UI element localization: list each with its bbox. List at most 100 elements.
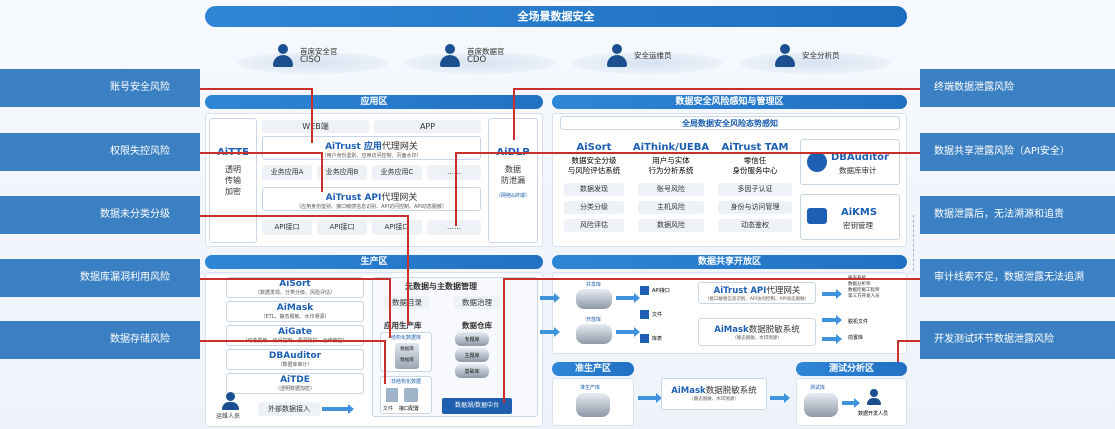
aimask-box: AiMask （ETL、静态脱敏、水印溯源） xyxy=(226,301,364,322)
risk-label: 数据未分类分级 xyxy=(0,196,200,234)
risk-item: 数据发现 xyxy=(564,183,624,196)
role-analyst: 安全分析员 xyxy=(740,38,890,74)
risk-label: 账号安全风险 xyxy=(0,69,200,107)
file-icon xyxy=(386,388,398,402)
biz-app: 业务应用B xyxy=(317,165,367,180)
risk-item: 身份与访问管理 xyxy=(718,201,792,214)
biz-app: 业务应用C xyxy=(372,165,422,180)
page-title: 全场景数据安全 xyxy=(205,6,907,27)
dbauditor-box: DBAuditor 数据库审计 xyxy=(800,139,900,185)
risk-connector xyxy=(200,340,385,342)
api-label: API接口 xyxy=(652,288,670,294)
risk-connector xyxy=(311,88,313,143)
app-lib-title: 应用生产库 xyxy=(384,321,422,330)
risk-connector xyxy=(897,340,920,342)
flow-arrow xyxy=(616,327,640,337)
shared-db-icon xyxy=(576,289,612,309)
api-interface: API接口 xyxy=(317,220,367,235)
biz-apps: 业务应用A 业务应用B 业务应用C …… xyxy=(262,163,481,183)
app-client: APP xyxy=(374,120,481,133)
risk-label: 审计线索不足，数据泄露无法追溯 xyxy=(920,259,1115,297)
aigate-box: AiGate （动态脱敏、访问控制、漏洞防护、运维管控） xyxy=(226,325,364,346)
risk-situation-awareness: 全局数据安全风险态势感知 xyxy=(560,116,900,130)
risk-item: 动态鉴权 xyxy=(718,219,792,232)
biz-app: …… xyxy=(427,165,481,180)
dw-stack: 专题库 主题库 基础库 xyxy=(455,332,489,378)
iface-label: 接口配置 xyxy=(399,406,420,412)
consumers-list: 报表系统 数据分析师 数据挖掘工程师 第三方开发人员 xyxy=(848,276,880,299)
aitrust-api-gateway: AiTrust API代理网关 （应用身份鉴别、接口敏感信息识别、API访问控制… xyxy=(262,187,481,211)
table-icon xyxy=(640,334,649,343)
risk-connector xyxy=(200,88,312,90)
aitrust-api-share-gateway: AiTrust API代理网关 （接口敏感信息识别、API访问控制、API动态脱… xyxy=(698,282,816,304)
open-db-icon xyxy=(576,324,612,344)
flow-arrow xyxy=(822,315,842,325)
ops-label: 运维人员 xyxy=(216,413,241,420)
risk-connector xyxy=(384,340,386,384)
risk-label: 数据共享泄露风险（API安全） xyxy=(920,133,1115,171)
risk-connector xyxy=(200,278,390,280)
risk-item: 风险评估 xyxy=(564,219,624,232)
risk-label: 权限失控风险 xyxy=(0,133,200,171)
ops-person-icon xyxy=(220,392,242,410)
aitrust-tam-risk-col: AiTrust TAM 零信任身份服务中心 多因子认证 身份与访问管理 动态鉴权 xyxy=(714,134,796,242)
aikms-box: AiKMS 密钥管理 xyxy=(800,194,900,240)
interface-icon xyxy=(404,388,418,402)
dw-disk xyxy=(455,348,489,362)
preprod-db-icon xyxy=(576,393,610,417)
risk-label: 数据库漏洞利用风险 xyxy=(0,259,200,297)
api-interface: API接口 xyxy=(372,220,422,235)
database-icon xyxy=(395,343,419,369)
preprod-db-label: 准生产库 xyxy=(580,385,601,391)
risk-connector xyxy=(897,340,899,362)
dw-disk xyxy=(455,332,489,346)
risk-connector xyxy=(407,215,409,325)
api-interface: API接口 xyxy=(262,220,312,235)
flow-arrow xyxy=(842,398,860,408)
test-db-label: 测试库 xyxy=(810,385,826,391)
test-db-icon xyxy=(804,393,838,417)
risk-connector xyxy=(513,88,515,140)
risk-label: 终端数据泄露风险 xyxy=(920,69,1115,107)
developer-person-icon xyxy=(866,389,882,405)
risk-connector xyxy=(503,278,505,403)
dw-disk xyxy=(455,364,489,378)
dbauditor-prod-box: DBAuditor （数据库审计） xyxy=(226,349,364,370)
risk-connector xyxy=(200,152,322,154)
aisort-box: AiSort （数据发现、分类分级、风险评估） xyxy=(226,277,364,298)
risk-connector xyxy=(321,152,323,192)
risk-connector xyxy=(455,152,457,226)
aimask-preprod-box: AiMask数据脱敏系统 （静态脱敏、水印溯源） xyxy=(661,378,767,410)
risk-connector xyxy=(200,215,408,217)
external-data-ingest: 外部数据接入 xyxy=(258,402,320,416)
aithink-risk-col: AiThink/UEBA 用户与实体行为分析系统 账号风险 主机风险 数据风险 xyxy=(630,134,712,242)
database-audit-icon xyxy=(807,152,827,172)
risk-connector xyxy=(513,88,920,90)
risk-connector xyxy=(913,215,914,271)
offline-file-label: 脱机文件 xyxy=(848,319,869,325)
risk-connector xyxy=(455,152,920,154)
flow-arrow xyxy=(638,393,662,403)
lib-label: 库表 xyxy=(652,336,663,342)
share-in-arrow xyxy=(540,327,560,337)
risk-label: 开发测试环节数据泄露风险 xyxy=(920,321,1115,359)
flow-arrow xyxy=(770,393,790,403)
risk-item: 账号风险 xyxy=(638,183,704,196)
aimask-share-box: AiMask数据脱敏系统 （静态脱敏、水印溯源） xyxy=(698,318,816,346)
risk-label: 数据泄露后，无法溯源和追责 xyxy=(920,196,1115,234)
key-icon xyxy=(807,208,827,224)
app-zone-header: 应用区 xyxy=(205,95,543,109)
risk-item: 主机风险 xyxy=(638,201,704,214)
risk-item: 数据风险 xyxy=(638,219,704,232)
risk-zone-header: 数据安全风险感知与管理区 xyxy=(552,95,907,109)
file-icon xyxy=(640,310,649,319)
person-icon xyxy=(439,44,461,68)
biz-app: 业务应用A xyxy=(262,165,312,180)
person-icon xyxy=(272,44,294,68)
risk-item: 多因子认证 xyxy=(718,183,792,196)
front-lib-label: 前置库 xyxy=(848,335,864,341)
developer-label: 数据开发人员 xyxy=(858,411,889,417)
